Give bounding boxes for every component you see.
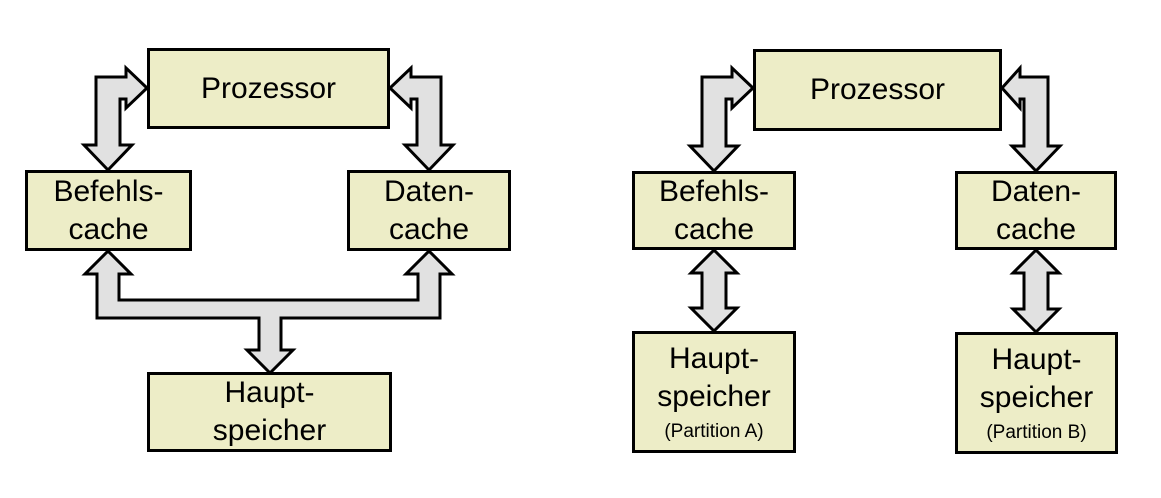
left-caches-main-memory-branch-arrow (81, 248, 456, 376)
left-main-memory-box: Haupt- speicher (147, 372, 392, 452)
left-processor-data-cache-arrow (387, 64, 457, 173)
right-main-memory-a-label: Haupt- speicher (657, 342, 771, 413)
right-instruction-cache-memory-a-arrow (687, 247, 741, 334)
left-main-memory-label: Haupt- speicher (212, 376, 327, 447)
right-main-memory-b-partition-note: (Partition B) (986, 422, 1087, 443)
right-processor-data-cache-arrow (999, 64, 1064, 174)
right-processor-instruction-cache-arrow (686, 64, 756, 174)
right-processor-label: Prozessor (809, 73, 946, 106)
right-processor-box: Prozessor (753, 49, 1002, 131)
left-processor-label: Prozessor (200, 71, 337, 105)
left-processor-instruction-cache-arrow (80, 64, 150, 173)
right-data-cache-memory-b-arrow (1009, 247, 1063, 335)
right-instruction-cache-box: Befehls- cache (632, 171, 796, 250)
left-data-cache-box: Daten- cache (347, 170, 511, 251)
right-main-memory-a-box: Haupt- speicher (Partition A) (632, 331, 796, 453)
left-instruction-cache-box: Befehls- cache (25, 170, 192, 251)
right-data-cache-label: Daten- cache (990, 174, 1082, 246)
right-data-cache-box: Daten- cache (955, 171, 1117, 250)
right-main-memory-a-partition-note: (Partition A) (664, 421, 764, 442)
left-processor-box: Prozessor (147, 48, 390, 129)
right-main-memory-b-box: Haupt- speicher (Partition B) (955, 332, 1118, 454)
left-instruction-cache-label: Befehls- cache (53, 174, 164, 246)
right-main-memory-b-label: Haupt- speicher (979, 343, 1094, 414)
left-data-cache-label: Daten- cache (383, 174, 475, 246)
right-instruction-cache-label: Befehls- cache (658, 174, 770, 246)
